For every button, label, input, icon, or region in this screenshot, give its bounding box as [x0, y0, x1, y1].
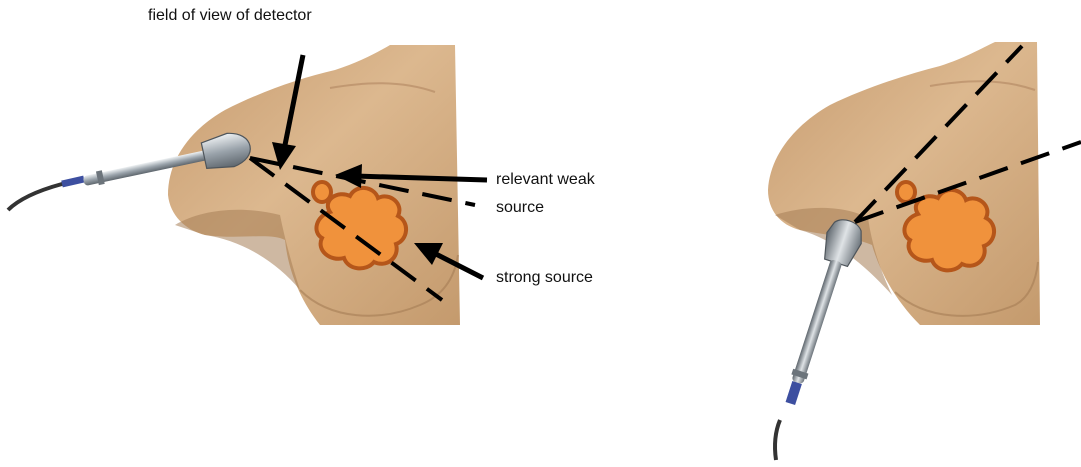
right-cable	[775, 420, 780, 460]
weak-source-label-line2: source	[496, 198, 544, 218]
weak-source-label-line1: relevant weak	[496, 170, 595, 190]
right-weak-source	[897, 182, 915, 202]
right-probe-shaft	[791, 259, 842, 384]
strong-source-label: strong source	[496, 268, 593, 288]
right-panel	[768, 42, 1081, 460]
left-weak-source	[313, 182, 331, 202]
left-armpit-shadow	[175, 210, 300, 290]
right-strong-source	[904, 190, 994, 270]
left-cable-blue	[62, 179, 84, 184]
right-cable-blue	[786, 381, 802, 405]
left-panel	[8, 45, 487, 325]
field-of-view-label: field of view of detector	[148, 6, 312, 26]
